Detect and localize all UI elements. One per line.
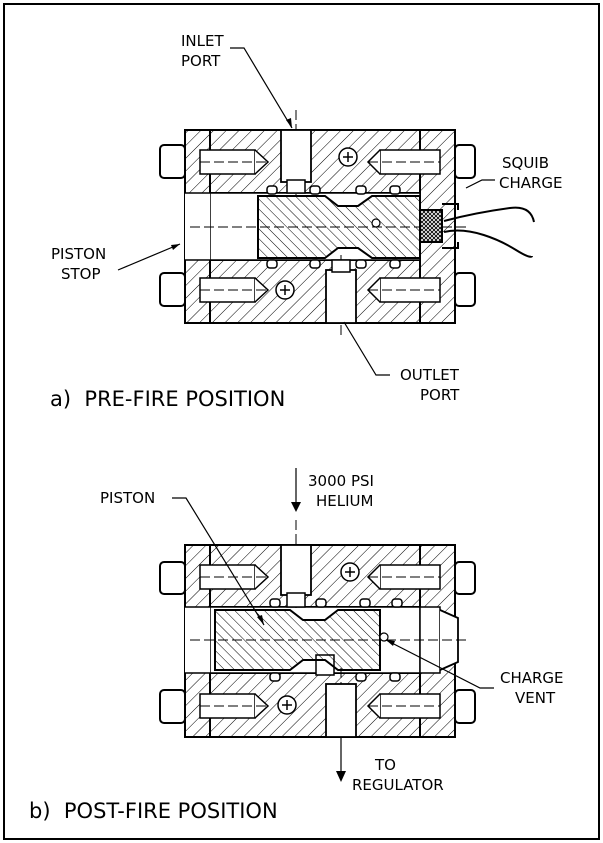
bolt-head-bottom-right (454, 272, 476, 307)
figure-border (3, 3, 600, 840)
bolt-head-top-right-b (454, 561, 476, 595)
outlet-label-line1: OUTLET (400, 366, 460, 384)
screw-top-b (340, 562, 360, 582)
charge-vent-label-line2: VENT (515, 689, 556, 707)
caption-pre-fire: a) PRE-FIRE POSITION (50, 387, 285, 411)
screw-bottom-b (277, 695, 297, 715)
inlet-label-line1: INLET (181, 32, 224, 50)
bolt-head-top-left (159, 144, 186, 179)
helium-label-line1: 3000 PSI (308, 472, 374, 490)
bolt-head-bottom-left-b (159, 689, 186, 724)
outlet-port (325, 269, 357, 324)
screw-top (338, 147, 358, 167)
squib-label-line1: SQUIB (502, 154, 549, 172)
screw-bottom (275, 280, 295, 300)
charge-vent-label-line1: CHARGE (500, 669, 564, 687)
bolt-head-bottom-right-b (454, 689, 476, 724)
outlet-port-b (325, 683, 357, 738)
piston-post-fire (214, 609, 381, 671)
post-fire-valve-drawing (159, 468, 494, 782)
caption-post-fire: b) POST-FIRE POSITION (29, 799, 278, 823)
squib-wire-2 (443, 229, 533, 258)
piston-stop-label-line2: STOP (61, 265, 101, 283)
regulator-label-line2: REGULATOR (352, 776, 444, 794)
bolt-head-top-right (454, 144, 476, 179)
helium-label-line2: HELIUM (316, 492, 373, 510)
inlet-port (280, 129, 312, 183)
regulator-label-line1: TO (374, 756, 396, 774)
piston-stop-label-line1: PISTON (51, 245, 106, 263)
inlet-label-line2: PORT (181, 52, 221, 70)
squib-charge (419, 209, 443, 243)
inlet-port-b (280, 544, 312, 596)
squib-wire-1 (443, 206, 535, 223)
pre-fire-valve-drawing (117, 47, 535, 376)
outlet-label-line2: PORT (420, 386, 460, 404)
piston-label: PISTON (100, 489, 155, 507)
piston-pre-fire (257, 195, 421, 259)
bolt-head-top-left-b (159, 561, 186, 595)
bolt-head-bottom-left (159, 272, 186, 307)
squib-label-line2: CHARGE (499, 174, 563, 192)
